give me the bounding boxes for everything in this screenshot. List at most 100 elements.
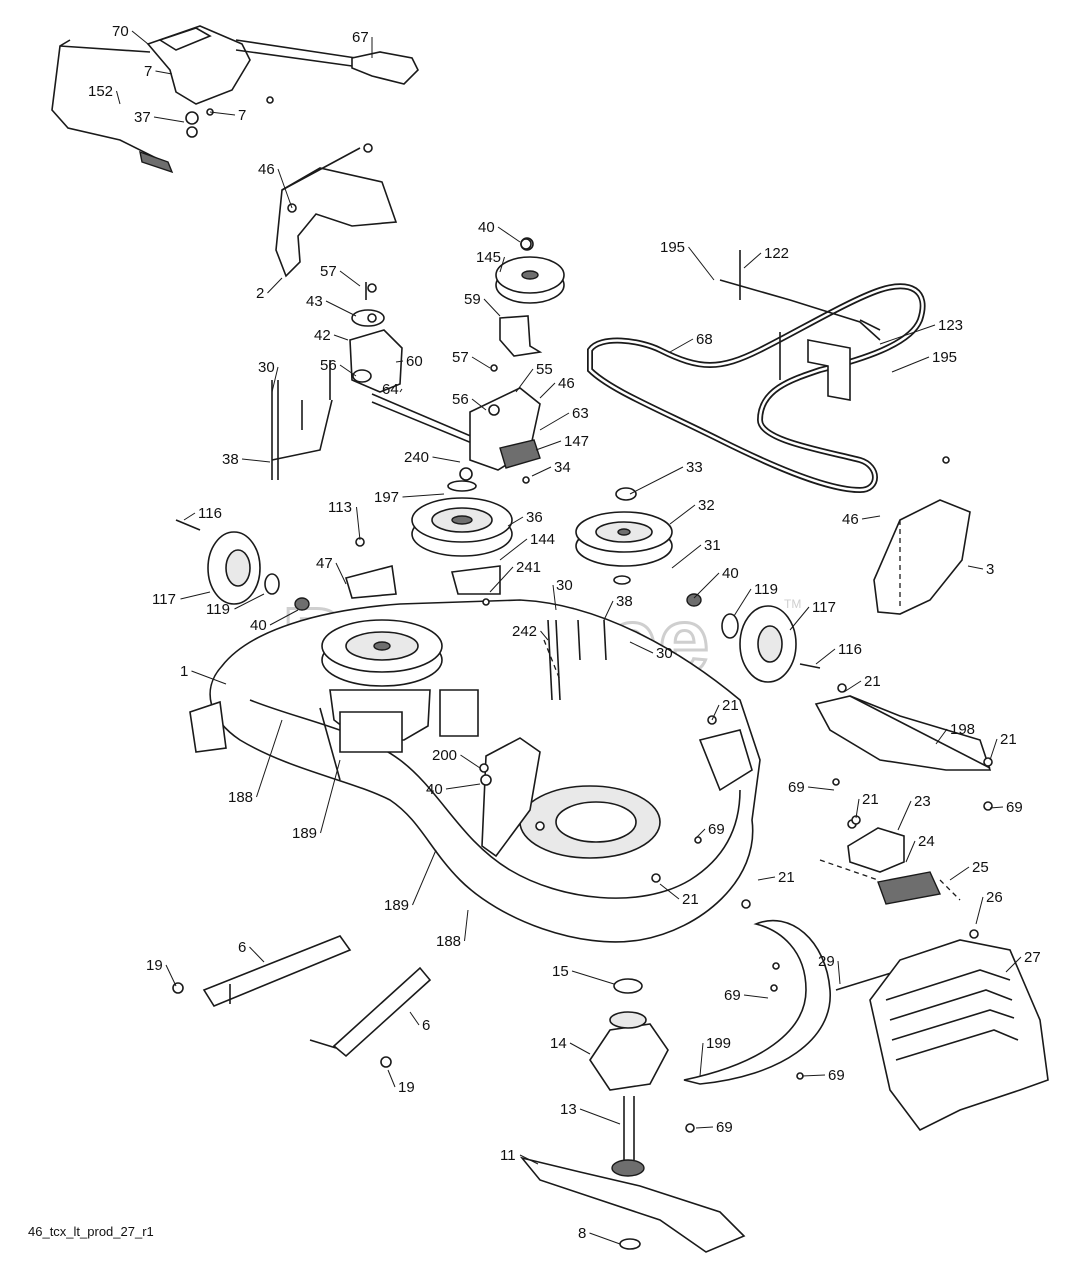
callout-label: 36: [526, 509, 543, 526]
leader-line: [412, 849, 437, 906]
callout-label: 30: [656, 645, 673, 662]
callout-label: 21: [1000, 731, 1017, 748]
callout-label: 27: [1024, 949, 1041, 966]
leader-line: [837, 960, 841, 985]
callout-40: 40: [478, 219, 521, 243]
callout-label: 119: [754, 581, 778, 598]
callout-43: 43: [306, 293, 357, 317]
callout-label: 14: [550, 1035, 567, 1052]
callout-label: 123: [938, 317, 963, 334]
leader-line: [256, 719, 283, 798]
callout-8: 8: [578, 1225, 621, 1245]
leader-line: [855, 798, 860, 819]
callout-label: 188: [436, 933, 461, 950]
leader-line: [483, 298, 501, 317]
callout-label: 116: [198, 505, 222, 522]
leader-line: [879, 324, 936, 345]
callout-69: 69: [801, 1067, 845, 1084]
callout-label: 37: [134, 109, 151, 126]
lift-link-left: [271, 360, 333, 480]
callout-label: 31: [704, 537, 721, 554]
callout-label: 23: [914, 793, 931, 810]
callout-label: 24: [918, 833, 935, 850]
callout-label: 40: [478, 219, 495, 236]
callout-label: 69: [788, 779, 805, 796]
callout-68: 68: [669, 331, 713, 353]
leader-line: [695, 828, 706, 839]
callout-46: 46: [539, 375, 575, 399]
leader-line: [339, 364, 357, 377]
callout-200: 200: [432, 747, 481, 769]
callout-241: 241: [489, 559, 541, 593]
leader-line: [843, 680, 862, 693]
callout-116: 116: [183, 505, 222, 522]
callout-60: 60: [395, 353, 423, 370]
callout-69: 69: [695, 821, 725, 839]
leader-line: [320, 759, 341, 834]
callout-label: 69: [1006, 799, 1023, 816]
leader-line: [191, 670, 227, 685]
pulley-36: [411, 480, 513, 595]
callout-label: 117: [812, 599, 836, 616]
callout-40: 40: [693, 565, 739, 599]
idler-pulley-145: [495, 237, 565, 357]
callout-40: 40: [426, 781, 481, 798]
callout-label: 117: [152, 591, 176, 608]
callout-label: 6: [238, 939, 246, 956]
callout-30: 30: [629, 641, 673, 662]
leader-line: [699, 1042, 704, 1077]
callout-19: 19: [146, 957, 177, 987]
leader-line: [387, 1069, 396, 1088]
callout-label: 144: [530, 531, 555, 548]
leader-line: [432, 456, 461, 463]
callout-label: 46: [558, 375, 575, 392]
leader-line: [249, 946, 265, 963]
leader-line: [989, 738, 998, 761]
leader-line: [471, 356, 491, 369]
callout-122: 122: [743, 245, 789, 269]
callout-label: 21: [862, 791, 879, 808]
callout-1: 1: [180, 663, 227, 685]
callout-21: 21: [855, 791, 879, 819]
leader-line: [815, 648, 836, 665]
leader-line: [409, 1011, 420, 1026]
leader-line: [571, 970, 615, 985]
leader-line: [671, 544, 702, 569]
leader-line: [460, 754, 481, 769]
callout-197: 197: [374, 489, 445, 506]
callout-26: 26: [975, 889, 1003, 925]
callout-label: 242: [512, 623, 537, 640]
leader-line: [271, 366, 279, 393]
callout-label: 68: [696, 331, 713, 348]
callout-24: 24: [905, 833, 935, 863]
leader-line: [743, 252, 762, 269]
callout-67: 67: [352, 29, 373, 58]
leader-line: [579, 1108, 621, 1125]
deck-arm-198: [814, 683, 993, 771]
callout-57: 57: [452, 349, 491, 369]
callout-3: 3: [967, 561, 994, 578]
leader-line: [267, 277, 283, 294]
leader-line: [399, 388, 403, 393]
callout-40: 40: [250, 609, 299, 634]
callout-label: 56: [320, 357, 337, 374]
leader-line: [209, 111, 236, 116]
deck-hanger-bracket-rear: [309, 966, 432, 1068]
callout-69: 69: [989, 799, 1023, 816]
callout-label: 38: [222, 451, 239, 468]
belt-guard-right: [873, 456, 971, 615]
callout-label: 69: [716, 1119, 733, 1136]
leader-line: [499, 256, 505, 273]
callout-label: 34: [554, 459, 571, 476]
diagram-code: 46_tcx_lt_prod_27_r1: [28, 1224, 154, 1239]
callout-label: 195: [932, 349, 957, 366]
callout-label: 113: [328, 499, 352, 516]
callout-label: 46: [258, 161, 275, 178]
callout-label: 57: [452, 349, 469, 366]
callout-70: 70: [112, 23, 149, 45]
callout-6: 6: [409, 1011, 430, 1034]
callout-116: 116: [815, 641, 862, 665]
gauge-wheel-left: [175, 519, 310, 611]
callout-199: 199: [699, 1035, 731, 1077]
